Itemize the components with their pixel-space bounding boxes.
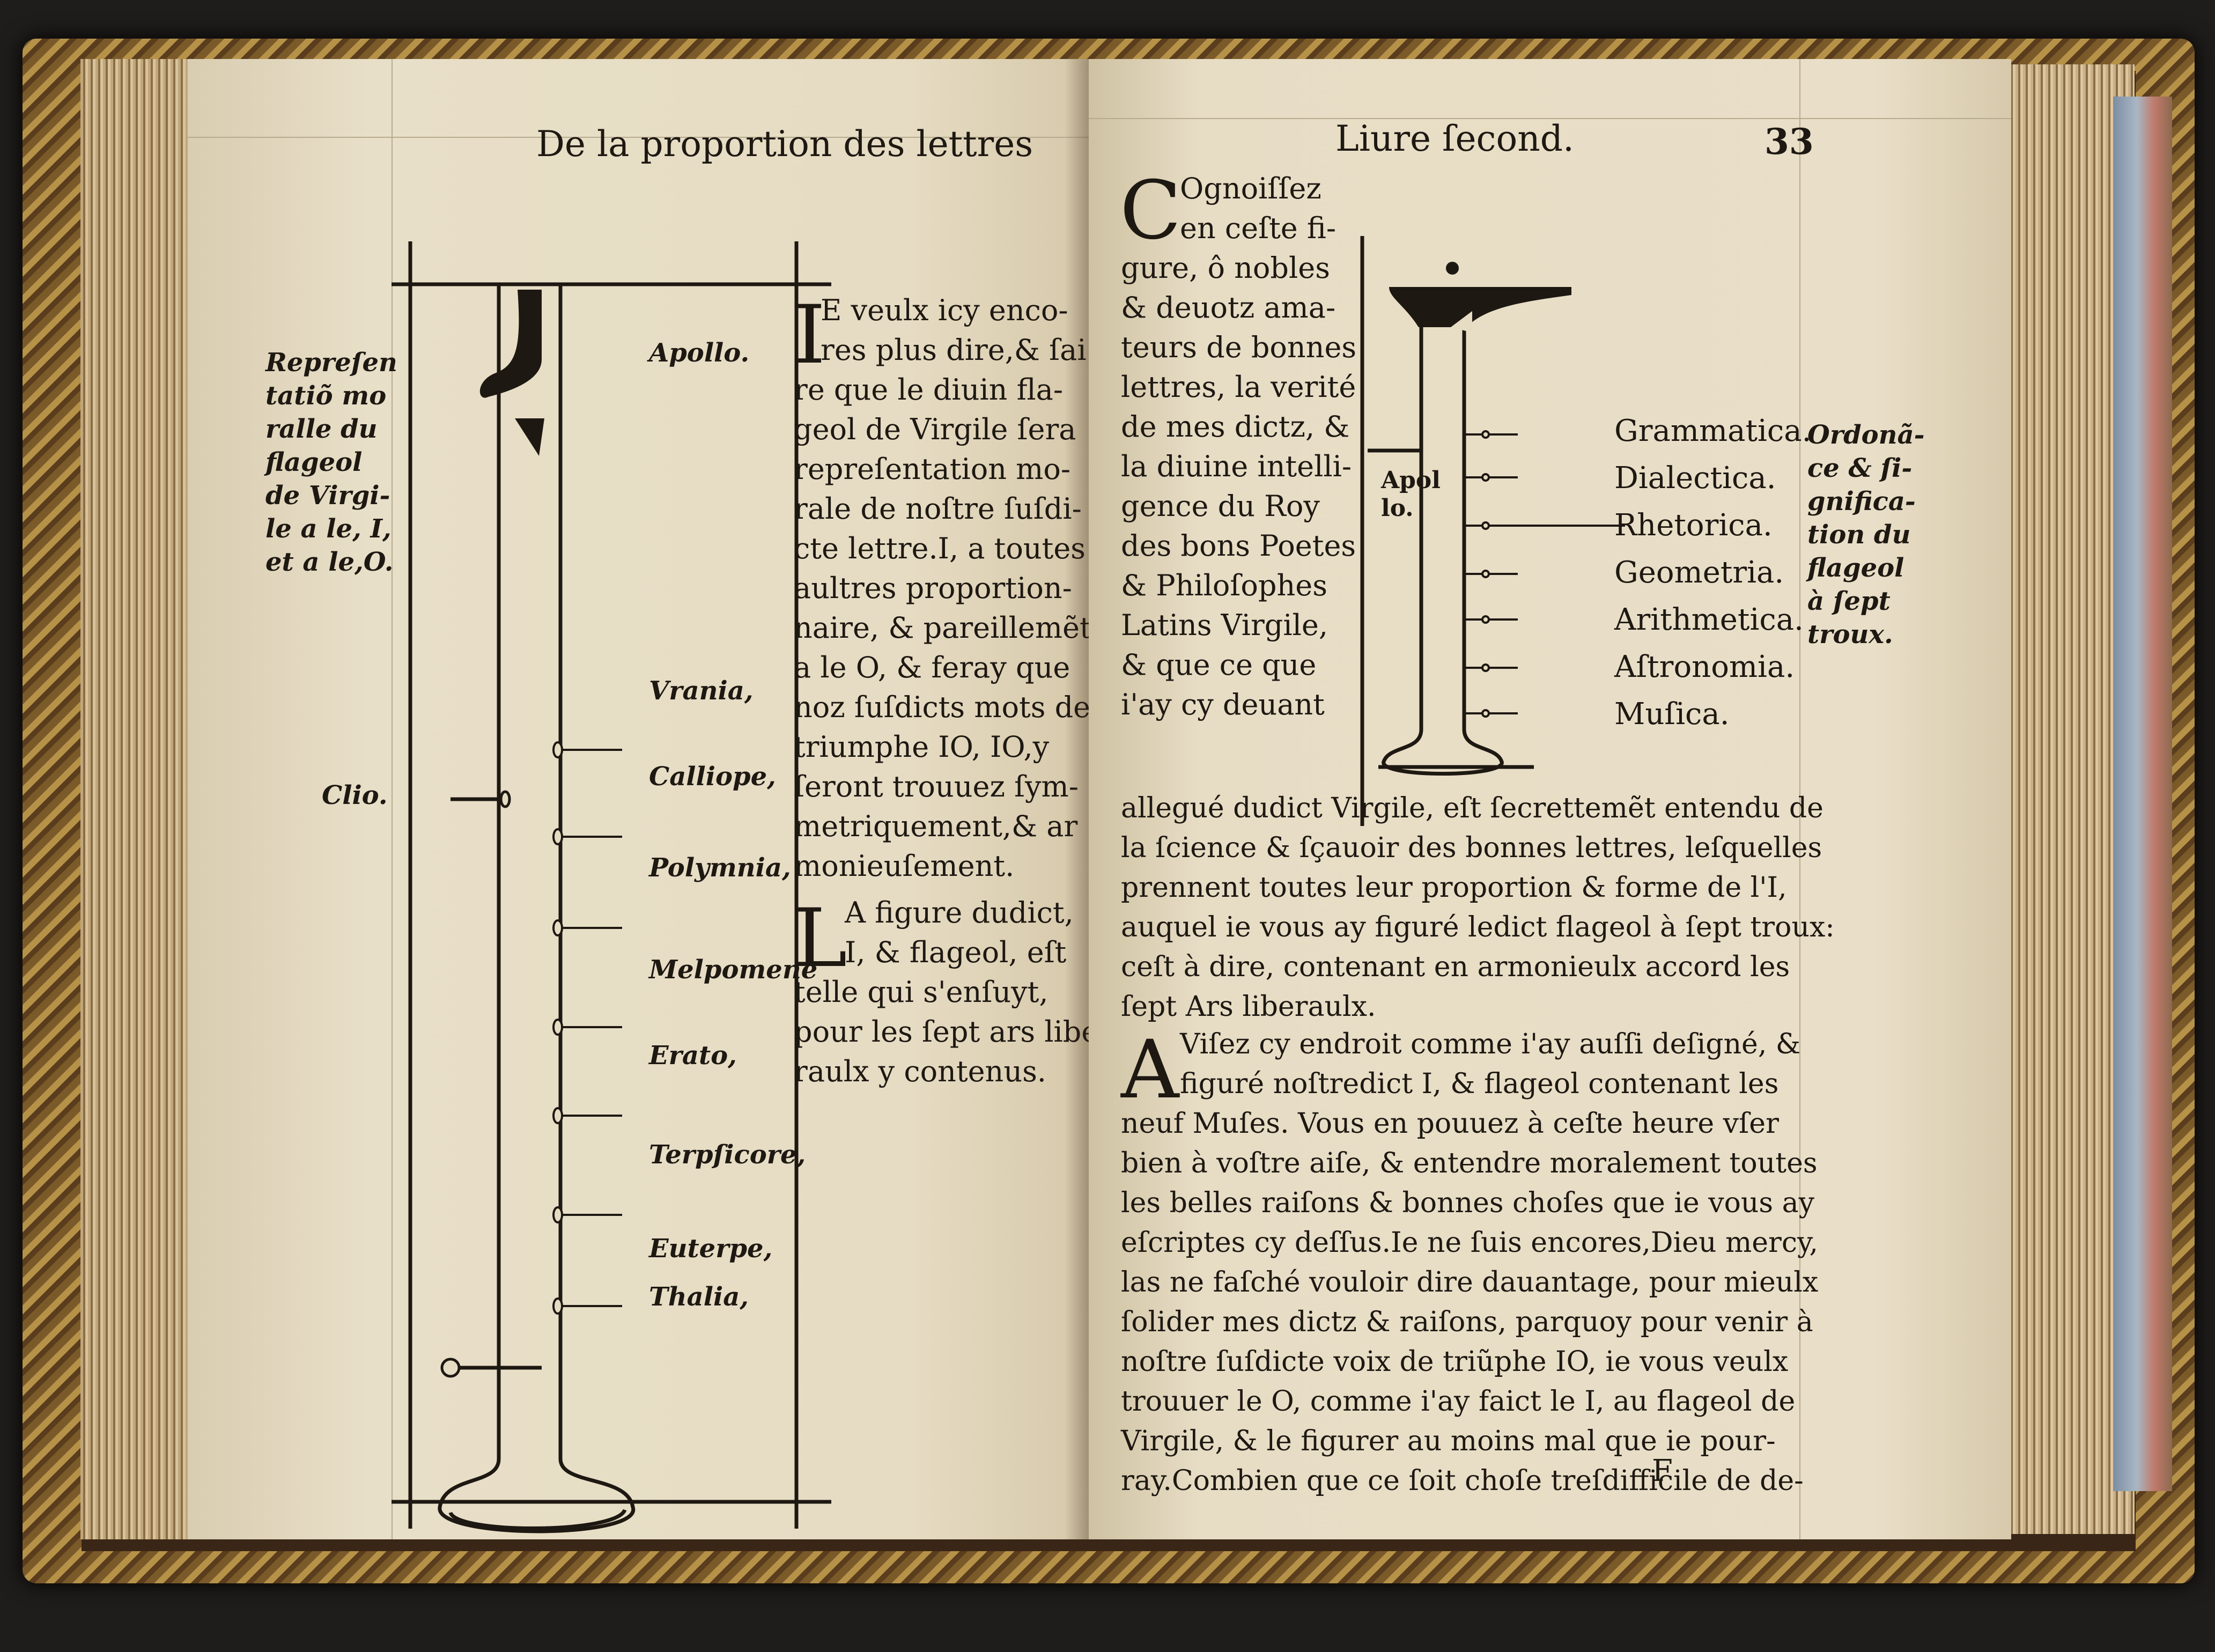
muse-label: Calliope, — [649, 762, 776, 792]
drop-cap: A — [1121, 1023, 1179, 1117]
drop-cap: I — [794, 289, 826, 382]
right-paragraph-1-full: allegué dudict Virgile, eſt ſecrettemẽt … — [1121, 792, 1835, 1023]
liberal-arts-list: Grammatica. Dialectica. Rhetorica. Geome… — [1614, 408, 1811, 738]
art-label: Muſica. — [1614, 697, 1730, 732]
left-page-header: De la proportion des lettres — [536, 123, 1033, 165]
muse-label: Vrania, — [649, 676, 754, 706]
muse-label: Erato, — [649, 1041, 737, 1071]
right-page: Liure ſecond. 33 C Ognoiſſez en ceſte fi… — [1089, 59, 2011, 1539]
flageol-arts-figure — [1360, 236, 1625, 826]
bookmark-ribbon — [2113, 97, 2172, 1491]
right-paragraph-2: Viſez cy endroit comme i'ay auſſi deſign… — [1121, 1028, 1819, 1497]
art-label: Aſtronomia. — [1614, 650, 1795, 684]
muse-label: Melpomene — [649, 955, 818, 985]
muse-label: Apollo. — [649, 338, 750, 368]
left-margin-note: Repreſen tatiõ mo ralle du flageol de Vi… — [265, 348, 397, 577]
left-paragraph-1: E veulx icy enco- res plus dire,& ſai re… — [794, 293, 1089, 883]
left-page: De la proportion des lettres Repreſen ta… — [188, 59, 1089, 1539]
signature-mark: F — [1652, 1454, 1673, 1488]
art-label: Arithmetica. — [1614, 602, 1804, 637]
right-page-header: Liure ſecond. — [1335, 118, 1574, 159]
muse-label: Euterpe, — [649, 1234, 773, 1264]
apollo-label: Apol lo. — [1381, 467, 1441, 522]
art-label: Rhetorica. — [1614, 508, 1773, 543]
right-margin-note: Ordonã- ce & ſi- gnifica- tion du flageo… — [1807, 420, 1925, 650]
page-edges-left — [80, 59, 193, 1539]
art-label: Grammatica. — [1614, 414, 1812, 448]
left-paragraph-2: A figure dudict, I, & flageol, eſt telle… — [794, 896, 1089, 1088]
art-label: Geometria. — [1614, 555, 1784, 590]
page-number: 33 — [1764, 121, 1814, 163]
muse-label: Terpſicore, — [649, 1140, 806, 1170]
page-edges-right — [2000, 64, 2135, 1534]
muse-label: Polymnia, — [649, 853, 791, 883]
right-paragraph-1-narrow: Ognoiſſez en ceſte fi- gure, ô nobles & … — [1121, 172, 1357, 721]
art-label: Dialectica. — [1614, 461, 1776, 496]
muse-label: Thalia, — [649, 1282, 749, 1312]
drop-cap: C — [1120, 164, 1182, 257]
flageol-muses-figure — [392, 241, 831, 1533]
drop-cap: L — [794, 892, 847, 985]
clio-label: Clio. — [322, 780, 388, 810]
